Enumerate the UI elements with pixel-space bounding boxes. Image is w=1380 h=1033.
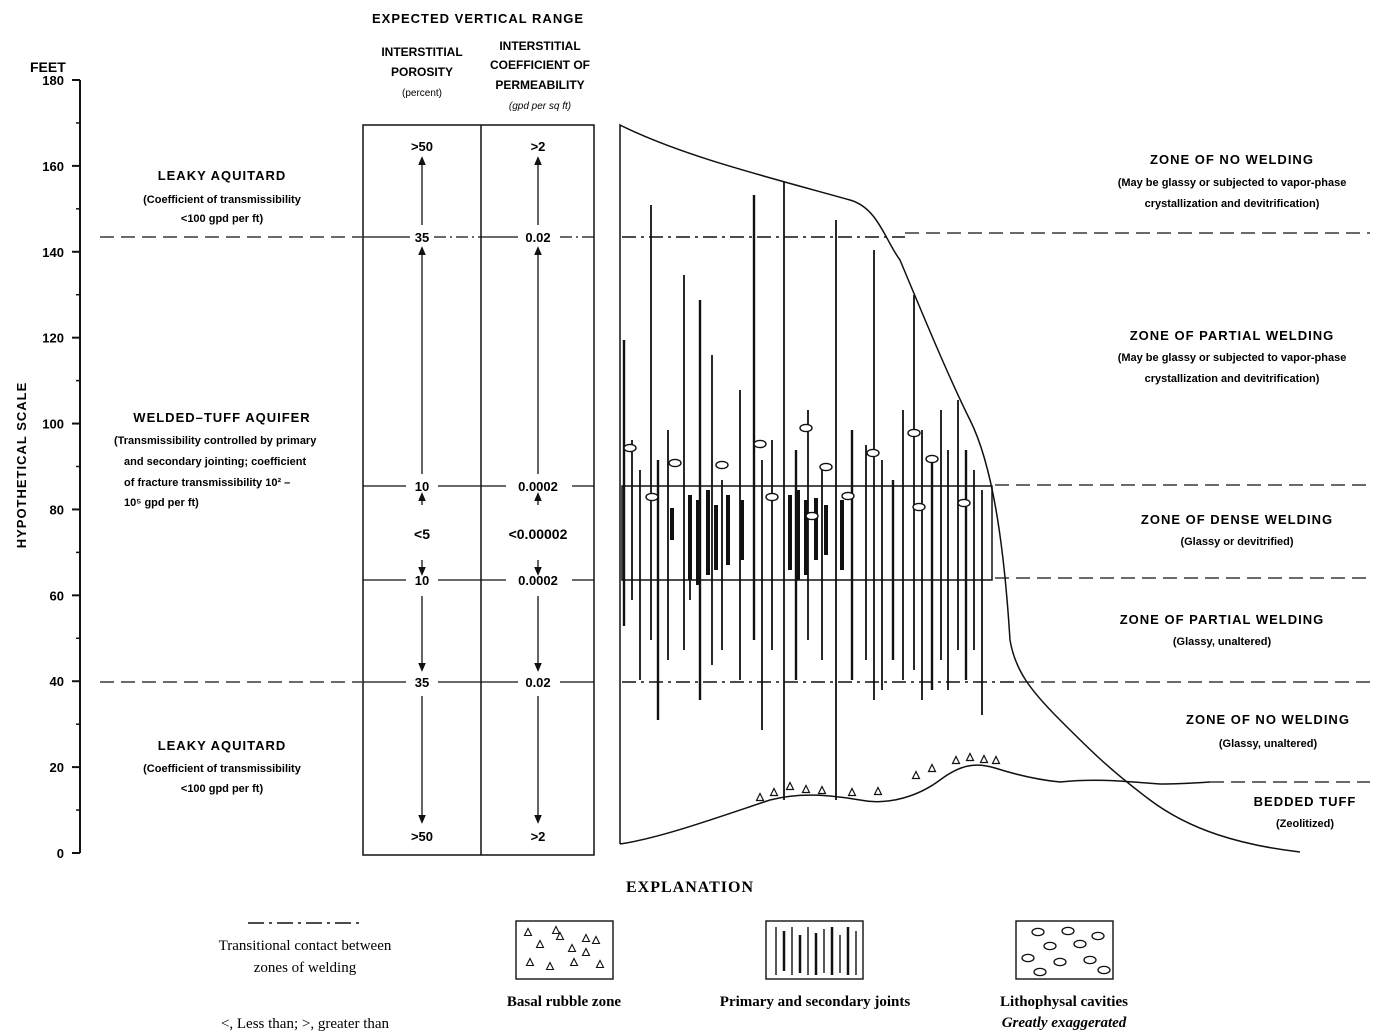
top-unit-line-1: (Coefficient of transmissibility (143, 194, 302, 206)
left-contacts (100, 236, 362, 683)
hydro-units: LEAKY AQUITARD (Coefficient of transmiss… (114, 168, 317, 795)
permeability-value-4: <0.00002 (509, 526, 568, 542)
scale-tick-label: 100 (42, 417, 64, 432)
zone-3-name: ZONE OF DENSE WELDING (1141, 512, 1333, 527)
permeability-units: (gpd per sq ft) (509, 101, 571, 112)
cross-section (619, 123, 1301, 853)
zone-6-name: BEDDED TUFF (1254, 794, 1357, 809)
bottom-unit-name: LEAKY AQUITARD (158, 738, 287, 753)
zone-1-line-2: crystallization and devitrification) (1145, 198, 1320, 210)
permeability-header-3: PERMEABILITY (495, 78, 584, 92)
rubble-label: Basal rubble zone (507, 994, 622, 1010)
lithophysal-swatch (1015, 920, 1114, 980)
dense-joint-marks (670, 490, 844, 585)
porosity-header-1: INTERSTITIAL (381, 45, 462, 59)
zone-2-line-1: (May be glassy or subjected to vapor-pha… (1118, 352, 1347, 364)
scale-tick-label: 120 (42, 331, 64, 346)
axis-label: HYPOTHETICAL SCALE (14, 382, 29, 549)
porosity-value-2: 35 (415, 230, 429, 245)
range-title: EXPECTED VERTICAL RANGE (372, 11, 584, 26)
scale-tick-label: 20 (50, 760, 64, 775)
zone-5-name: ZONE OF NO WELDING (1186, 712, 1350, 727)
porosity-value-5: 10 (415, 573, 429, 588)
porosity-header-2: POROSITY (391, 65, 453, 79)
rubble-swatch (515, 920, 614, 980)
explanation: EXPLANATION Transitional contact between… (219, 879, 1128, 1032)
basal-rubble (755, 752, 1001, 802)
top-unit-name: LEAKY AQUITARD (158, 168, 287, 183)
porosity-value-1: >50 (411, 139, 433, 154)
zone-2-line-2: crystallization and devitrification) (1145, 373, 1320, 385)
scale-tick-label: 160 (42, 159, 64, 174)
middle-unit-name: WELDED–TUFF AQUIFER (133, 410, 310, 425)
scale-tick-label: 80 (50, 502, 64, 517)
permeability-value-3: 0.0002 (518, 479, 558, 494)
transitional-label-1: Transitional contact between (219, 938, 392, 954)
porosity-value-6: 35 (415, 675, 429, 690)
right-contacts (905, 232, 1370, 783)
permeability-value-7: >2 (531, 829, 546, 844)
permeability-value-2: 0.02 (525, 230, 550, 245)
scale-tick-label: 40 (50, 674, 64, 689)
porosity-value-4: <5 (414, 526, 430, 542)
top-unit-line-2: <100 gpd per ft) (181, 213, 264, 225)
zone-1-name: ZONE OF NO WELDING (1150, 152, 1314, 167)
explanation-title: EXPLANATION (626, 879, 754, 896)
bottom-unit-line-2: <100 gpd per ft) (181, 783, 264, 795)
middle-unit-line-2: and secondary jointing; coefficient (124, 456, 306, 468)
middle-unit-line-1: (Transmissibility controlled by primary (114, 435, 317, 447)
permeability-header-2: COEFFICIENT OF (490, 58, 590, 72)
symbols-note: <, Less than; >, greater than (221, 1016, 390, 1032)
lithophysal-cavities (623, 423, 971, 521)
zone-4-line-1: (Glassy, unaltered) (1173, 636, 1272, 648)
lithophysal-label-2: Greatly exaggerated (1002, 1015, 1127, 1031)
joint-lines (622, 182, 983, 800)
scale-tick-label: 180 (42, 73, 64, 88)
porosity-units: (percent) (402, 88, 442, 99)
scale-tick-label: 60 (50, 588, 64, 603)
range-table: EXPECTED VERTICAL RANGE INTERSTITIAL POR… (362, 11, 595, 856)
zone-6-line-1: (Zeolitized) (1276, 818, 1334, 830)
zone-2-name: ZONE OF PARTIAL WELDING (1130, 328, 1335, 343)
vertical-scale: FEET 180 160 140 120 100 80 60 40 20 0 HYPOTHETIC… (14, 59, 81, 861)
permeability-value-1: >2 (531, 139, 546, 154)
joints-swatch (765, 920, 864, 980)
scale-tick-label: 0 (57, 846, 64, 861)
transitional-contacts (622, 236, 1020, 683)
zone-labels: ZONE OF NO WELDING (May be glassy or sub… (1118, 152, 1357, 830)
scale-unit: FEET (30, 59, 66, 75)
porosity-value-7: >50 (411, 829, 433, 844)
lithophysal-label-1: Lithophysal cavities (1000, 994, 1128, 1010)
permeability-header-1: INTERSTITIAL (499, 39, 580, 53)
joints-label: Primary and secondary joints (720, 994, 911, 1010)
scale-ticks: 180 160 140 120 100 80 60 40 20 0 (42, 73, 80, 861)
zone-5-line-1: (Glassy, unaltered) (1219, 738, 1318, 750)
bottom-unit-line-1: (Coefficient of transmissibility (143, 763, 302, 775)
permeability-value-5: 0.0002 (518, 573, 558, 588)
zone-4-name: ZONE OF PARTIAL WELDING (1120, 612, 1325, 627)
zone-1-line-1: (May be glassy or subjected to vapor-pha… (1118, 177, 1347, 189)
porosity-value-3: 10 (415, 479, 429, 494)
permeability-value-6: 0.02 (525, 675, 550, 690)
middle-unit-line-3: of fracture transmissibility 10² – (124, 477, 290, 489)
transitional-label-2: zones of welding (254, 960, 357, 976)
zone-3-line-1: (Glassy or devitrified) (1180, 536, 1293, 548)
middle-unit-line-4: 10⁵ gpd per ft) (124, 497, 199, 509)
scale-tick-label: 140 (42, 245, 64, 260)
